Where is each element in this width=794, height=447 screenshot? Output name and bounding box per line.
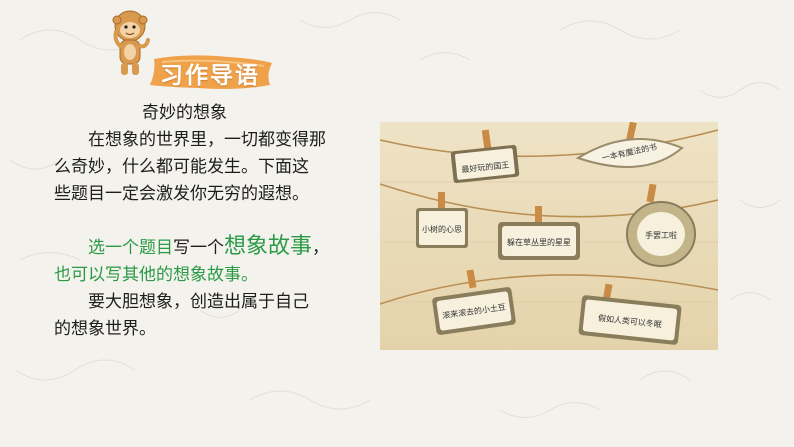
topic-card-5: 手罢工啦 [626, 183, 696, 267]
task-line-4: 的想象世界。 [54, 319, 156, 339]
intro-line-3: 些题目一定会激发你无穷的遐想。 [54, 184, 309, 204]
intro-line-1: 在想象的世界里，一切都变得那 [88, 130, 326, 150]
task-comma: ， [312, 238, 330, 258]
topic-card-3: 小树的心思 [416, 192, 468, 248]
intro-title: 奇妙的想象 [142, 103, 227, 123]
monkey-mascot-icon [112, 10, 150, 75]
topic-card-2: 一本有魔法的书 [575, 122, 684, 168]
task-plain: 写一个 [173, 238, 224, 258]
spacer [54, 208, 374, 233]
task-highlight-story: 想象故事 [224, 234, 313, 259]
topic-card-3-label: 小树的心思 [422, 224, 462, 234]
task-line-3: 要大胆想象，创造出属于自己 [88, 292, 309, 312]
task-line-1: 选一个题目写一个想象故事， [54, 233, 374, 262]
topic-card-1: 最好玩的国王 [450, 129, 520, 184]
topic-card-5-label: 手罢工啦 [645, 230, 677, 240]
intro-text: 奇妙的想象 在想象的世界里，一切都变得那 么奇妙，什么都可能发生。下面这 些题目… [54, 100, 374, 343]
topic-card-7: 假如人类可以冬眠 [578, 283, 682, 345]
topic-cards-illustration: 最好玩的国王 一本有魔法的书 小树的心思 躲在草丛里的星星 手罢工啦 [380, 122, 718, 350]
task-highlight-1: 选一个题目 [88, 238, 173, 258]
topic-card-4-label: 躲在草丛里的星星 [507, 237, 571, 247]
topic-card-4: 躲在草丛里的星星 [498, 206, 580, 260]
topic-card-6: 滚来滚去的小土豆 [432, 269, 516, 335]
task-line-2: 也可以写其他的想象故事。 [54, 265, 258, 285]
heading-ribbon [150, 55, 272, 89]
intro-line-2: 么奇妙，什么都可能发生。下面这 [54, 157, 309, 177]
section-heading: 习作导语 [160, 63, 260, 89]
